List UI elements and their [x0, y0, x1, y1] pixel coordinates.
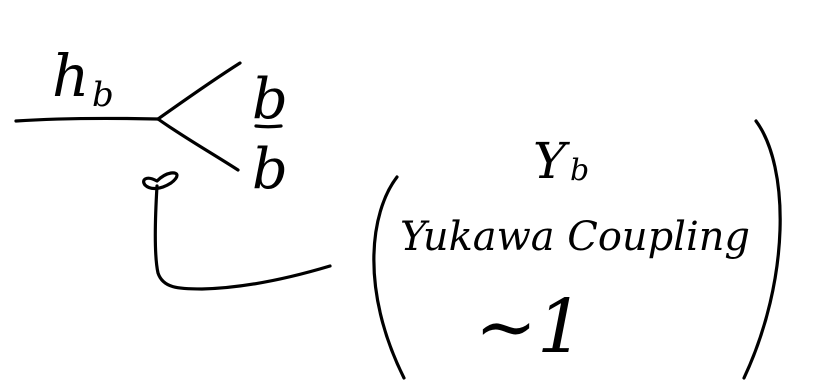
right-bracket [742, 119, 782, 380]
coupling-symbol: Y [533, 132, 570, 190]
pointer-arrow-shaft [153, 184, 332, 291]
antiquark-overline [254, 124, 283, 129]
quark-label: b [252, 67, 288, 132]
antiquark-line [156, 117, 240, 172]
higgs-label-subscript: b [92, 75, 114, 115]
quark-line [156, 61, 242, 121]
coupling-magnitude: ~1 [475, 284, 584, 370]
antiquark-label: b [252, 137, 288, 202]
higgs-propagator-line [14, 116, 160, 123]
higgs-label: h [52, 42, 89, 110]
coupling-symbol-subscript: b [570, 153, 589, 188]
coupling-description: Yukawa Coupling [400, 214, 750, 260]
pointer-arrow-head [142, 171, 179, 191]
left-bracket [372, 175, 406, 380]
